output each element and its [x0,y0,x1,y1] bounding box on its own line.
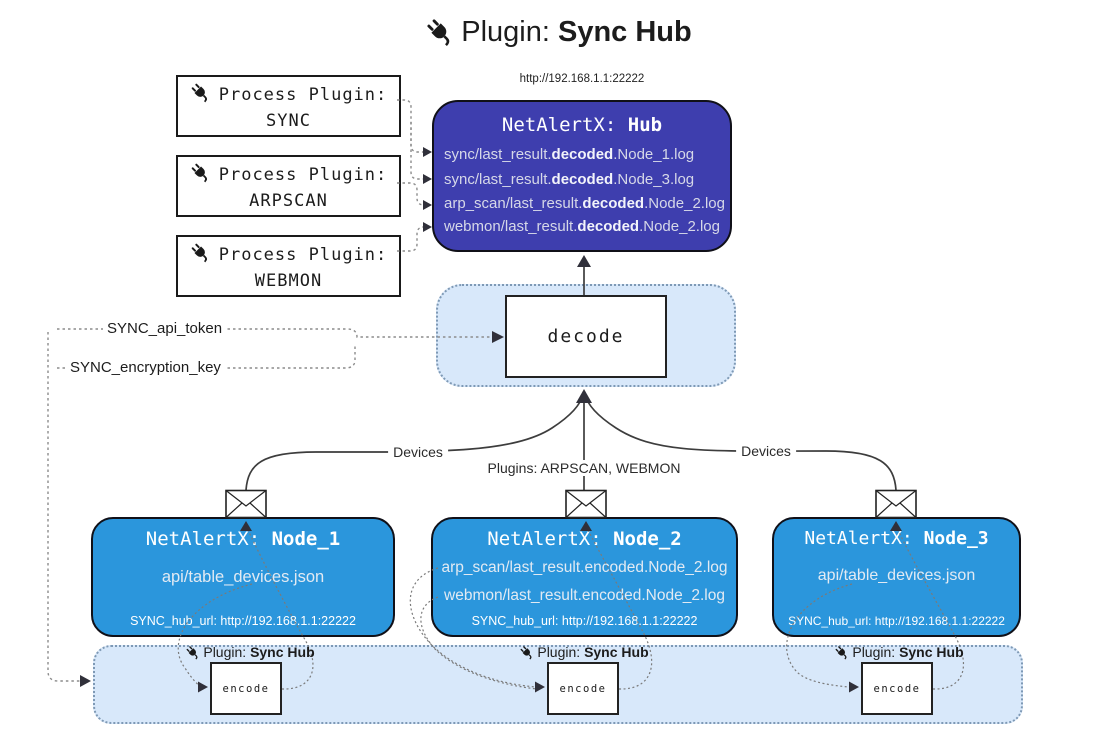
plug-icon [185,645,200,663]
process-plugin-webmon-box: Process Plugin: WEBMON [176,235,401,297]
process-plugin-arpscan-box: Process Plugin: ARPSCAN [176,155,401,217]
plug-icon [425,17,455,55]
node-2-box: NetAlertX: Node_2 arp_scan/last_result.e… [431,517,738,637]
wire-sync-to-hub-file1 [397,99,424,153]
envelope-icon [225,489,267,519]
encoder-plugin-label: Plugin: Sync Hub [185,644,315,663]
title-prefix: Plugin: [461,16,550,48]
hub-file: arp_scan/last_result.decoded.Node_2.log [444,195,725,212]
encoder-plugin-label: Plugin: Sync Hub [519,644,649,663]
node-3-box: NetAlertX: Node_3 api/table_devices.json… [772,517,1021,637]
node-title: NetAlertX: Node_1 [145,528,341,550]
envelope-icon [875,489,917,519]
node-hub-url: SYNC_hub_url: http://192.168.1.1:22222 [788,614,1005,628]
envelope-icon [565,489,607,519]
wire-arpscan-to-hub-file3 [397,182,425,206]
hub-url: http://192.168.1.1:22222 [519,73,645,85]
process-plugin-name: ARPSCAN [249,190,328,211]
hub-box: NetAlertX: Hub sync/last_result.decoded.… [432,100,732,252]
node-1-box: NetAlertX: Node_1 api/table_devices.json… [91,517,395,637]
process-plugin-name: SYNC [266,110,311,131]
devices-right-label: Devices [736,443,796,459]
encode-label: encode [873,682,921,695]
encode-label: encode [559,682,607,695]
plug-icon [190,82,211,108]
process-plugin-name: WEBMON [254,270,323,291]
node-title: NetAlertX: Node_2 [487,528,682,550]
encode-label: encode [222,682,270,695]
process-plugin-label: Process Plugin: [218,164,388,185]
title-name: Sync Hub [557,16,692,48]
arrow-icon [423,222,432,232]
encoder-plugin-label: Plugin: Sync Hub [834,644,964,663]
process-plugin-label: Process Plugin: [218,244,388,265]
encode-box-3: encode [861,662,933,715]
plugins-center-label: Plugins: ARPSCAN, WEBMON [482,460,686,476]
arrow-icon [423,147,432,157]
process-plugin-sync-box: Process Plugin: SYNC [176,75,401,137]
arrow-icon [423,174,432,184]
arrow-icon [576,389,592,403]
arrow-icon [423,200,432,210]
encode-box-2: encode [547,662,619,715]
arrow-icon [80,675,91,687]
hub-title: NetAlertX: Hub [501,114,663,136]
node-file: webmon/last_result.encoded.Node_2.log [444,587,725,604]
wire-webmon-to-hub-file4 [397,226,425,252]
hub-file: sync/last_result.decoded.Node_1.log [444,146,695,163]
node-hub-url: SYNC_hub_url: http://192.168.1.1:22222 [471,614,698,628]
arrow-icon [577,255,591,267]
node-file: api/table_devices.json [161,568,325,586]
node-file: api/table_devices.json [817,567,976,584]
hub-file: webmon/last_result.decoded.Node_2.log [444,218,720,235]
plug-icon [519,645,534,663]
hub-file: sync/last_result.decoded.Node_3.log [444,171,695,188]
wire-sync-to-hub-file2 [410,122,424,180]
encode-box-1: encode [210,662,282,715]
wire-encryption-key-to-band [47,332,82,682]
plug-icon [834,645,849,663]
page-title: Plugin: Sync Hub [0,16,1117,55]
node-title: NetAlertX: Node_3 [804,528,989,549]
devices-left-label: Devices [388,444,448,460]
decode-box: decode [505,295,667,378]
hub-file-list: sync/last_result.decoded.Node_1.log sync… [434,142,730,238]
sync-api-token-label: SYNC_api_token [103,320,227,337]
sync-encryption-key-label: SYNC_encryption_key [66,359,225,376]
envelope-icons [225,489,917,519]
node-file: arp_scan/last_result.encoded.Node_2.log [441,559,728,576]
plug-icon [190,242,211,268]
node-hub-url: SYNC_hub_url: http://192.168.1.1:22222 [130,614,356,628]
decode-label: decode [547,326,625,347]
plug-icon [190,162,211,188]
process-plugin-label: Process Plugin: [218,84,388,105]
